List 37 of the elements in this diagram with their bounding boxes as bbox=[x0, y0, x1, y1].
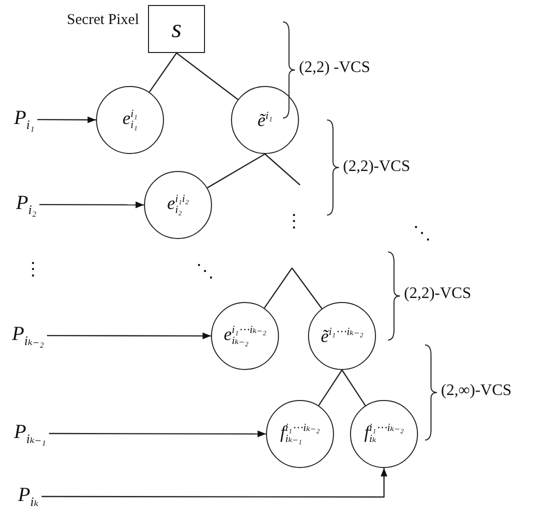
arrow bbox=[46, 332, 211, 340]
share-circle bbox=[308, 302, 376, 370]
share-circle bbox=[96, 86, 164, 154]
ellipsis: ⋮ bbox=[285, 210, 303, 232]
node-caption: Secret Pixel bbox=[66, 12, 139, 29]
participant-label: P$_{i₁}$ bbox=[14, 108, 34, 131]
scheme-label: (2,2) -VCS bbox=[299, 59, 370, 77]
arrow bbox=[42, 468, 388, 498]
tree-line bbox=[148, 52, 177, 92]
participant-label: P$_{i₂}$ bbox=[16, 193, 36, 216]
ellipsis: ⋮ bbox=[24, 258, 42, 280]
tree-line bbox=[318, 370, 342, 406]
share-circle bbox=[211, 302, 279, 370]
math-label: s bbox=[171, 16, 182, 42]
arrow bbox=[39, 202, 144, 208]
tree-line bbox=[342, 370, 366, 406]
share-circle bbox=[350, 400, 418, 468]
ellipsis: ⋱ bbox=[413, 222, 431, 244]
scheme-label: (2,∞)-VCS bbox=[441, 382, 512, 400]
participant-label: P$_{iₖ₋₂}$ bbox=[12, 324, 44, 347]
math-label: ẽ$^{i₁⋯iₖ₋₂}$ bbox=[320, 327, 364, 345]
tree-line bbox=[264, 154, 300, 186]
tree-line bbox=[207, 153, 266, 188]
arrow bbox=[48, 430, 266, 438]
share-circle bbox=[231, 86, 299, 154]
scheme-label: (2,2)-VCS bbox=[343, 158, 410, 176]
tree-line bbox=[176, 52, 238, 100]
participant-label: P$_{iₖ₋₁}$ bbox=[14, 422, 46, 445]
math-label: ẽ$^{i₁}$ bbox=[258, 111, 272, 129]
tree-line bbox=[292, 268, 322, 309]
arrow bbox=[37, 116, 96, 124]
participant-label: P$_{iₖ}$ bbox=[18, 485, 39, 508]
tree-line bbox=[264, 268, 292, 308]
share-circle bbox=[144, 171, 212, 239]
ellipsis: ⋱ bbox=[196, 260, 214, 282]
scheme-label: (2,2)-VCS bbox=[404, 285, 472, 303]
share-circle bbox=[266, 400, 334, 468]
